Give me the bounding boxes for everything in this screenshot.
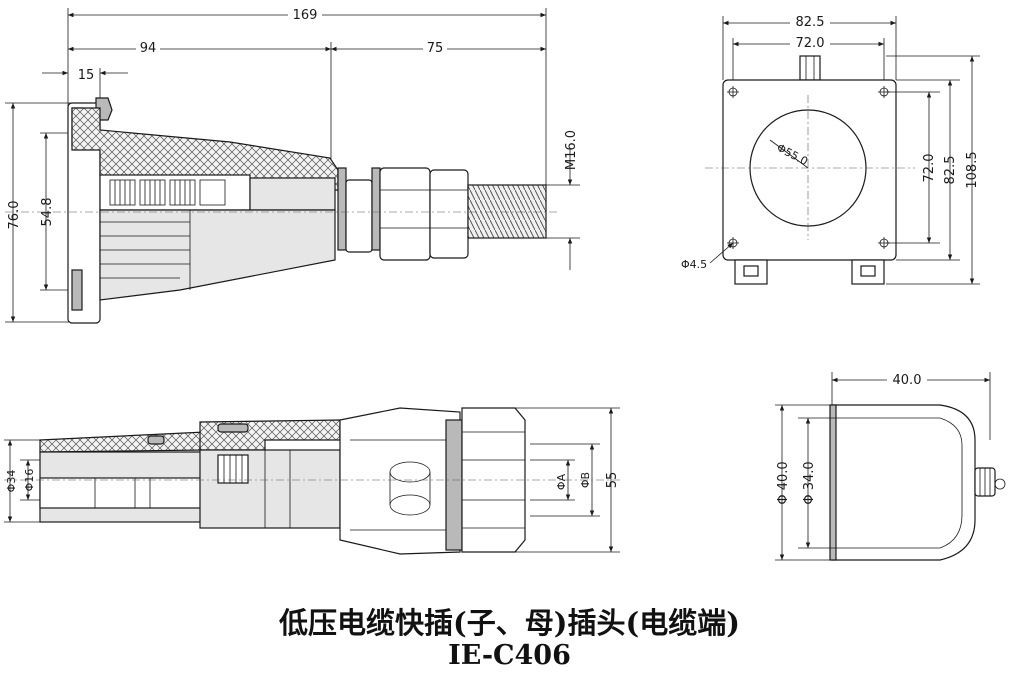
section-view: Φ34 Φ16 [4, 407, 620, 555]
dim-inner-height: 54.8 [40, 198, 55, 227]
dim-hole-dia: Φ4.5 [681, 258, 707, 271]
dim-dia-16: Φ16 [23, 469, 36, 492]
dim-hole-spacing: 72.0 [796, 36, 825, 51]
dim-body-length: 94 [140, 41, 157, 56]
dim-cap-outer-dia: Φ 40.0 [776, 461, 791, 504]
gland-nut-3 [429, 169, 469, 259]
dim-outer-width: 82.5 [796, 15, 825, 30]
drawing-title: 低压电缆快插(子、母)插头(电缆端) [279, 606, 740, 640]
dim-total-height: 108.5 [965, 151, 980, 188]
dim-cable-length: 75 [427, 41, 444, 56]
dim-overall-length: 169 [293, 8, 318, 23]
top-latch [799, 55, 821, 81]
threaded-cable [467, 184, 547, 239]
gland-nut-1 [345, 179, 373, 253]
side-view: 169 94 75 15 76.0 54.8 M16.0 [5, 5, 580, 324]
gland-nut-2 [379, 167, 431, 261]
dim-dia-34: Φ34 [5, 470, 18, 493]
dim-height: 76.0 [7, 201, 22, 230]
dim-dia-a: ΦA [555, 473, 568, 490]
front-view: 82.5 72.0 Φ55.0 Φ4.5 [681, 12, 980, 285]
dim-flange-thickness: 15 [78, 68, 95, 83]
dim-hole-spacing-v: 72.0 [922, 154, 937, 183]
dim-cap-length: 40.0 [893, 373, 922, 388]
cap-view: 40.0 Φ 40.0 Φ 34.0 [775, 370, 1006, 561]
dust-cap [831, 404, 976, 561]
lower-body [99, 209, 336, 301]
model-number: IE-C406 [448, 640, 571, 671]
dim-thread: M16.0 [564, 130, 579, 170]
dim-outer-height: 82.5 [943, 156, 958, 185]
dim-cap-inner-dia: Φ 34.0 [802, 461, 817, 504]
